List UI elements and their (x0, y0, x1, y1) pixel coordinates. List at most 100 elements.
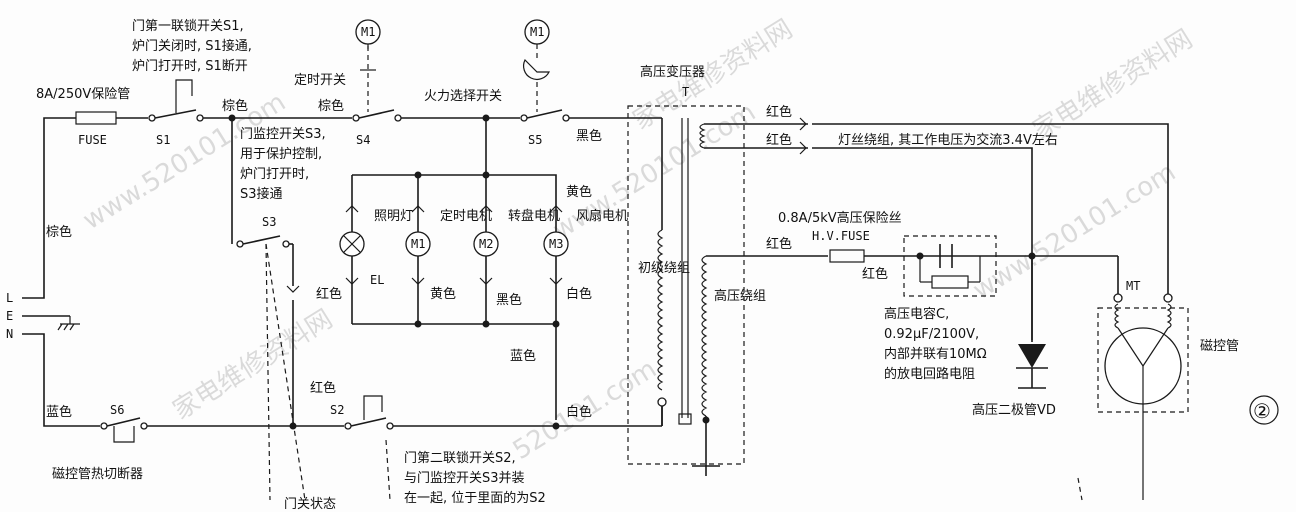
terminal (1163, 293, 1173, 303)
wire-color-label: 红色 (310, 380, 336, 396)
wire-color-label: 红色 (766, 132, 792, 148)
lamp-code-label: EL (370, 273, 384, 287)
switch-contact (282, 240, 290, 248)
timer-motor-label: 定时电机 (440, 209, 492, 224)
junction (228, 114, 236, 122)
magnetron-label: 磁控管 (1200, 339, 1239, 354)
capacitor-note-line2: 0.92μF/2100V, (884, 327, 979, 342)
watermark: 家电维修资料网 (168, 304, 338, 426)
s4-label: S4 (356, 133, 370, 147)
s2-blade (350, 417, 387, 427)
s6-blade (106, 417, 141, 427)
s3-label: S3 (262, 215, 276, 229)
wire-color-label: 棕色 (46, 224, 72, 240)
s1-actuator (175, 79, 193, 113)
fan-motor-symbol (543, 231, 569, 257)
primary-winding-label: 初级绕组 (638, 261, 690, 276)
switch-contact (562, 114, 570, 122)
motor-label: M1 (530, 25, 544, 39)
connector (345, 277, 359, 285)
switch-contact (148, 114, 156, 122)
junction (414, 320, 422, 328)
s2-actuator (363, 395, 383, 420)
door-state-label: 门关状态 (284, 497, 336, 512)
fan-motor-label: 风扇电机 (576, 208, 628, 224)
cathode (1117, 327, 1144, 367)
wire-color-label: 棕色 (222, 98, 248, 114)
door-link (265, 243, 271, 501)
fuse-body (75, 111, 117, 125)
live-wire (22, 117, 76, 299)
lamp-cross (343, 235, 361, 253)
junction (702, 416, 710, 424)
s4-blade (358, 109, 395, 119)
junction (552, 320, 560, 328)
connector (479, 205, 493, 213)
s3-note-line2: 用于保护控制, (240, 147, 322, 162)
wire-color-label: 黄色 (430, 286, 456, 302)
junction (552, 422, 560, 430)
wire-color-label: 白色 (566, 404, 592, 420)
primary-coil (657, 229, 664, 391)
connector (549, 205, 563, 213)
s6-mark (113, 426, 135, 443)
timer-switch-label: 定时开关 (294, 73, 346, 88)
s1-blade (154, 109, 197, 119)
motor-label: M2 (479, 237, 493, 251)
connector (799, 141, 807, 155)
s5-label: S5 (528, 133, 542, 147)
wire-color-label: 红色 (766, 104, 792, 120)
s3-note-line3: 炉门打开时, (240, 167, 309, 182)
motor-label: M1 (411, 237, 425, 251)
earth-symbol (57, 323, 63, 331)
junction (414, 171, 422, 179)
s3-note-line4: S3接通 (240, 186, 283, 202)
s3-note-line1: 门监控开关S3, (240, 127, 326, 142)
s2-note-line3: 在一起, 位于里面的为S2 (404, 490, 546, 506)
capacitor-outline (903, 235, 997, 297)
terminal-label: E (6, 309, 13, 323)
terminal (1113, 293, 1123, 303)
neutral-wire (22, 333, 100, 427)
wire-color-label: 黄色 (566, 184, 592, 200)
connector (549, 277, 563, 285)
door-link (265, 243, 306, 501)
hv-fuse-body (829, 249, 865, 263)
switch-contact (394, 114, 402, 122)
magnetron-coil (1114, 303, 1120, 329)
filament-note: 灯丝绕组, 其工作电压为交流3.4V左右 (838, 132, 1058, 148)
s2-note-line2: 与门监控开关S3并装 (404, 471, 525, 486)
magnetron-code-label: MT (1126, 279, 1140, 293)
turntable-motor-symbol (473, 231, 499, 257)
cathode (1142, 327, 1169, 367)
wire-color-label: 蓝色 (46, 404, 72, 420)
fuse-label: FUSE (78, 133, 107, 147)
secondary-winding-label: 高压绕组 (714, 288, 766, 304)
s1-note-line3: 炉门打开时, S1断开 (132, 59, 248, 74)
wire-color-label: 棕色 (318, 98, 344, 114)
s2-note-line1: 门第二联锁开关S2, (404, 450, 516, 466)
switch-contact (140, 422, 148, 430)
watermark: www.520101.com (968, 157, 1181, 306)
terminal (657, 397, 667, 407)
turntable-motor-label: 转盘电机 (508, 208, 560, 224)
s2-label: S2 (330, 403, 344, 417)
diode-symbol (1018, 344, 1046, 368)
earth-symbol (63, 323, 69, 331)
wire-color-label: 黑色 (576, 128, 602, 144)
hv-fuse-label: H.V.FUSE (812, 229, 870, 243)
wire-color-label: 白色 (566, 286, 592, 302)
magnetron-coil (1166, 303, 1172, 329)
terminal-label: L (6, 291, 13, 305)
switch-contact (100, 422, 108, 430)
figure-number-circle (1249, 395, 1279, 425)
s6-label: S6 (110, 403, 124, 417)
capacitor-note-line4: 的放电回路电阻 (884, 366, 975, 382)
motor-label: M3 (549, 237, 563, 251)
junction (482, 320, 490, 328)
timer-motor-symbol (405, 231, 431, 257)
watermark: 家电维修资料网 (1028, 24, 1198, 146)
switch-contact (352, 114, 360, 122)
